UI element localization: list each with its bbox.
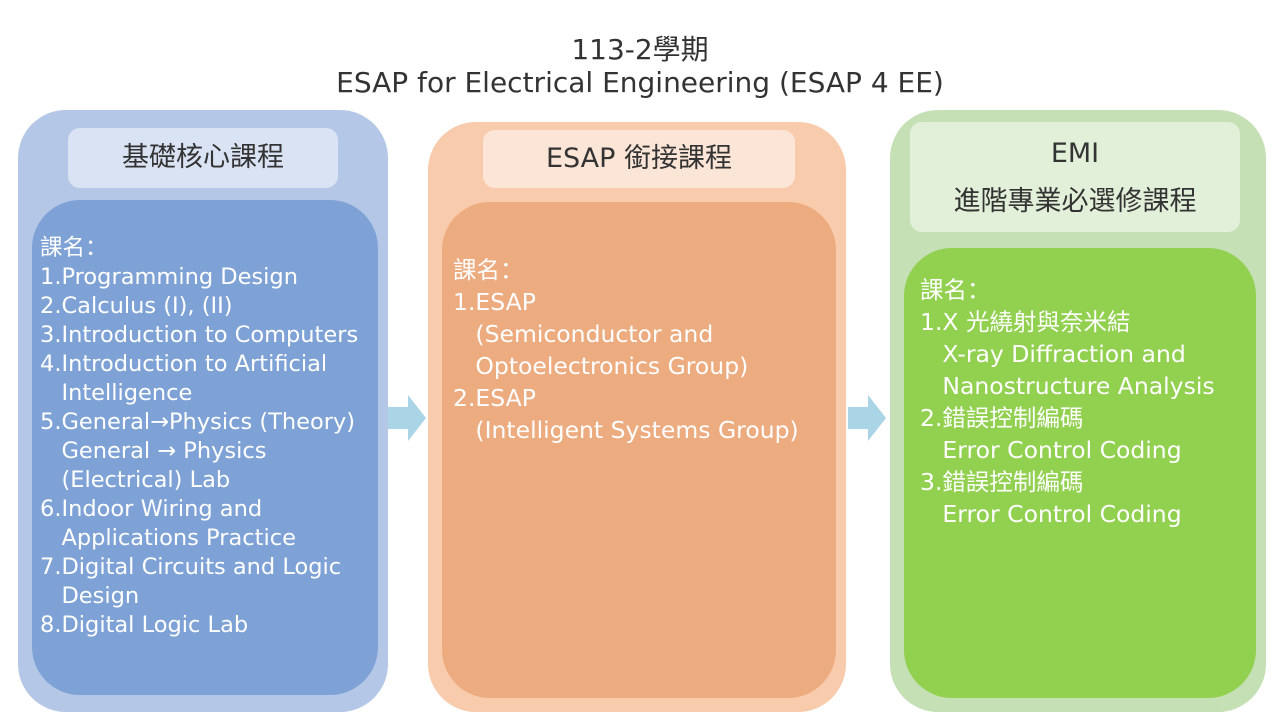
- course-line: General → Physics: [40, 438, 267, 464]
- course-line: Design: [40, 583, 140, 609]
- course-line: 1.ESAP: [453, 288, 536, 316]
- course-line: X-ray Diffraction and: [920, 340, 1186, 368]
- course-line: Applications Practice: [40, 525, 296, 551]
- column-core-course-list: 課名： 1.Programming Design 2.Calculus (I), (…: [32, 200, 378, 695]
- course-line: 6.Indoor Wiring and: [40, 496, 263, 522]
- arrow-right-icon: [388, 395, 426, 441]
- course-line: (Semiconductor and: [453, 320, 714, 348]
- course-line: 3.Introduction to Computers: [40, 322, 359, 348]
- course-line: 5.General→Physics (Theory): [40, 409, 356, 435]
- header-text: EMI: [1050, 138, 1100, 169]
- course-line: 7.Digital Circuits and Logic: [40, 554, 342, 580]
- course-line: (Intelligent Systems Group): [453, 416, 799, 444]
- course-line: 1.X 光繞射與奈米結: [920, 308, 1131, 336]
- course-line: 2.ESAP: [453, 384, 536, 412]
- course-label: 課名：: [453, 256, 524, 284]
- course-line: Error Control Coding: [920, 436, 1182, 464]
- course-line: 1.Programming Design: [40, 264, 298, 290]
- header-text: 進階專業必選修課程: [953, 186, 1197, 217]
- course-line: (Electrical) Lab: [40, 467, 231, 493]
- header-text: 基礎核心課程: [122, 142, 284, 173]
- course-line: 8.Digital Logic Lab: [40, 612, 249, 638]
- course-line: 4.Introduction to Artificial: [40, 351, 328, 377]
- header-text: ESAP 銜接課程: [545, 143, 733, 174]
- arrow-right-icon: [848, 395, 886, 441]
- course-line: 3.錯誤控制編碼: [920, 468, 1084, 496]
- column-emi-header: EMI 進階專業必選修課程: [910, 122, 1240, 232]
- column-core-header: 基礎核心課程: [68, 128, 338, 188]
- title-program: ESAP for Electrical Engineering (ESAP 4 …: [336, 66, 944, 99]
- course-line: 2.Calculus (I), (II): [40, 293, 233, 319]
- course-line: Nanostructure Analysis: [920, 372, 1215, 400]
- title-semester: 113-2學期: [571, 33, 709, 66]
- course-line: Intelligence: [40, 380, 193, 406]
- column-esap-course-list: 課名： 1.ESAP (Semiconductor and Optoelectro…: [442, 202, 836, 698]
- course-line: Optoelectronics Group): [453, 352, 749, 380]
- course-line: 2.錯誤控制編碼: [920, 404, 1084, 432]
- course-label: 課名：: [920, 276, 991, 304]
- course-line: Error Control Coding: [920, 500, 1182, 528]
- course-label: 課名：: [40, 235, 108, 261]
- column-emi-course-list: 課名： 1.X 光繞射與奈米結 X-ray Diffraction and Nan…: [904, 248, 1256, 698]
- column-esap-header: ESAP 銜接課程: [483, 130, 795, 188]
